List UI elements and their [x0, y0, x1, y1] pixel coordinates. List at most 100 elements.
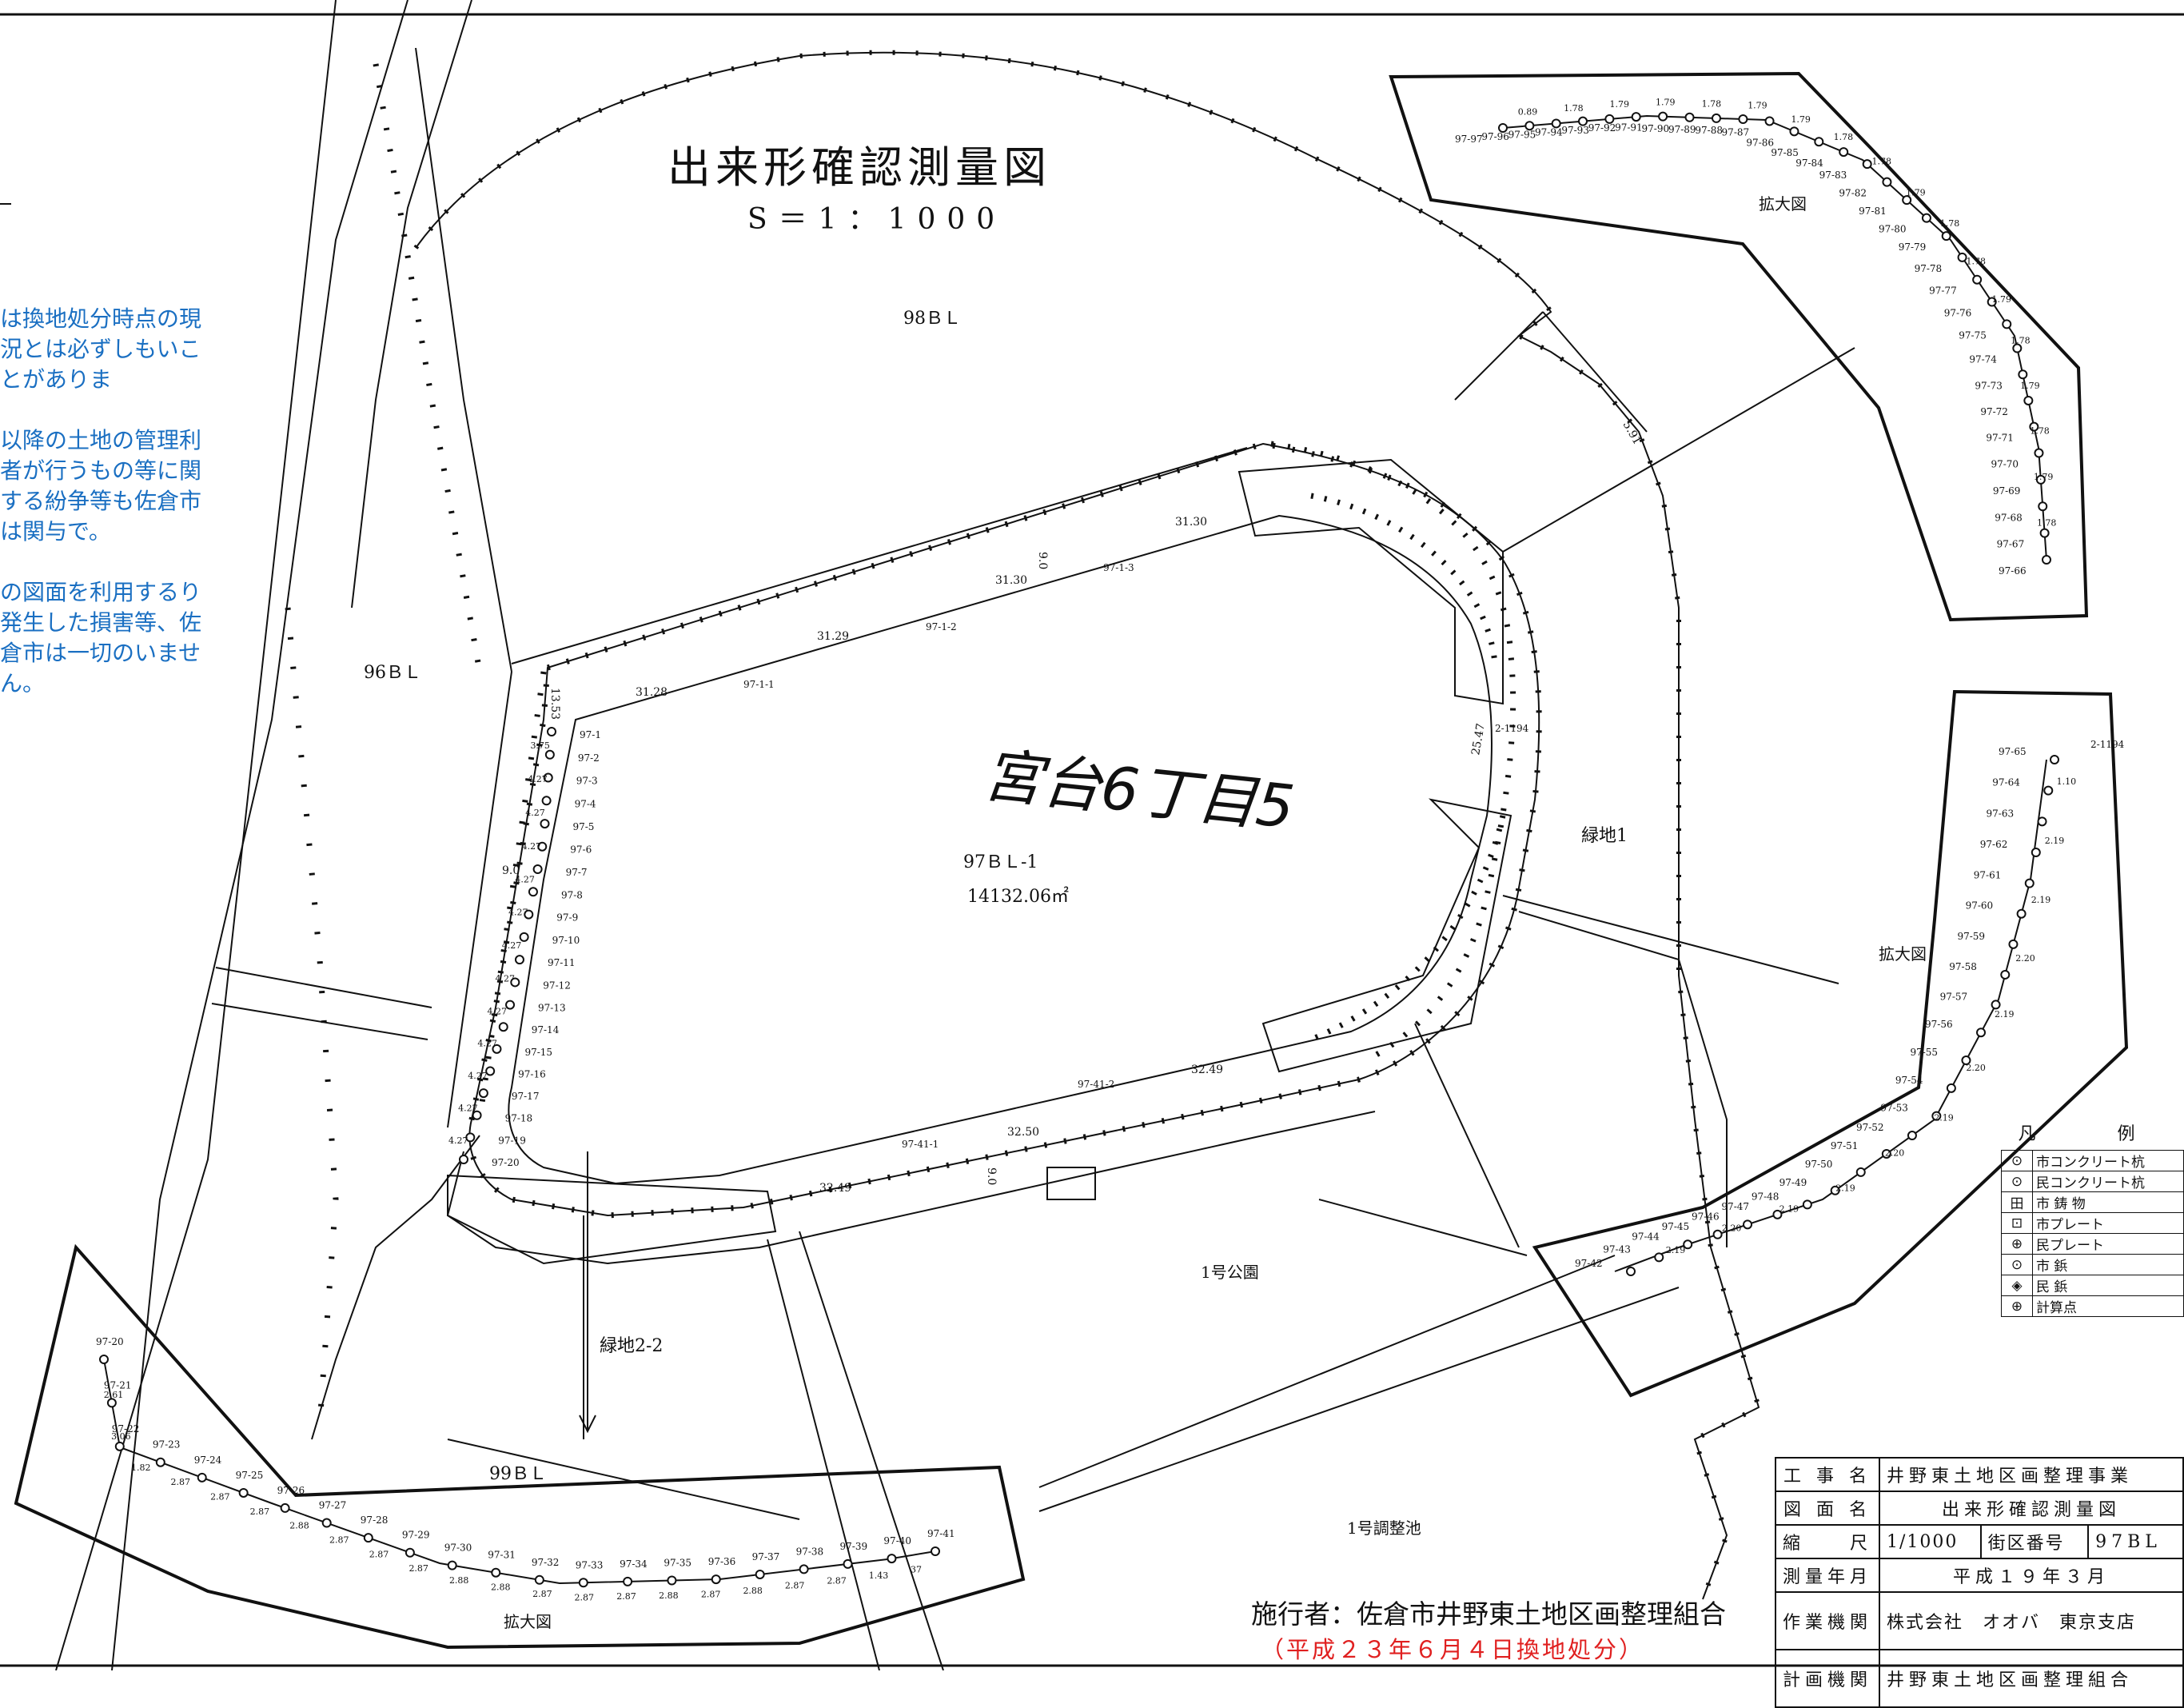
right-chain-dimension-label: 2.19	[2031, 895, 2051, 905]
tb-key: 図 面 名	[1774, 1491, 1881, 1526]
right-chain-point-label: 97-54	[1895, 1075, 1923, 1086]
left-chain-point-label: 97-19	[498, 1135, 526, 1146]
bottom-chain-point-label: 97-41	[927, 1528, 955, 1539]
top-right-chain-point-marker	[2035, 474, 2046, 485]
top-right-chain-point-label: 97-90	[1642, 123, 1670, 134]
top-right-chain-dimension-label: 0.89	[1518, 107, 1538, 118]
right-chain-point-label: 97-59	[1957, 931, 1985, 942]
top-right-chain-point-marker	[1578, 116, 1588, 126]
top-right-chain-dimension-label: 1.78	[1871, 157, 1891, 167]
right-chain-dimension-label: 2.19	[1779, 1203, 1799, 1214]
legend-row: ⊙市 鋲	[2001, 1254, 2184, 1275]
legend-symbol: 田	[2001, 1191, 2033, 1213]
top-right-chain-point-label: 97-72	[1980, 406, 2008, 417]
legend-label: 民プレート	[2032, 1233, 2184, 1255]
right-chain-point-marker	[1881, 1148, 1891, 1159]
notice-line-3: の図面を利用するり発生した損害等、佐倉市は一切のいません。	[0, 579, 202, 696]
right-chain-point-marker	[2031, 848, 2041, 858]
left-chain-dimension-label: 4.27	[522, 841, 542, 852]
top-right-chain-point-marker	[1711, 113, 1721, 123]
bottom-chain-point-label: 97-24	[194, 1455, 222, 1466]
block-97-area: 14132.06㎡	[967, 886, 1069, 907]
top-right-chain-point-label: 97-70	[1991, 459, 2019, 470]
bottom-chain-point-marker	[405, 1547, 415, 1558]
executor-name: 施行者：佐倉市井野東土地区画整理組合	[1251, 1598, 1726, 1630]
top-right-chain-point-marker	[2002, 319, 2012, 329]
green-2-label: 緑地2-2	[600, 1336, 663, 1356]
right-chain-dimension-label: 2.20	[2015, 953, 2035, 964]
top-right-chain-point-marker	[1789, 126, 1799, 137]
right-chain-point-marker	[2000, 969, 2011, 980]
top-right-chain-point-marker	[1524, 121, 1535, 131]
bottom-chain-point-label: 97-37	[752, 1551, 780, 1562]
top-right-chain-point-label: 97-92	[1588, 122, 1616, 134]
top-right-chain-dimension-label: 1.78	[2030, 425, 2050, 436]
dist-5: 32.49	[819, 1182, 851, 1195]
bottom-chain-dimension-label: 2.87	[369, 1549, 389, 1559]
bottom-chain-dimension-label: 2.88	[743, 1586, 763, 1596]
left-chain-point-marker	[537, 841, 548, 852]
top-right-chain-point-label: 97-97	[1455, 134, 1483, 145]
bottom-chain-dimension-label: 2.87	[210, 1491, 230, 1502]
left-chain-point-label: 97-3	[576, 776, 598, 787]
left-chain-point-marker	[544, 749, 555, 760]
top-right-chain-point-label: 97-69	[1993, 485, 2021, 497]
road-width-1: 9.0	[1036, 552, 1049, 569]
left-chain-point-marker	[528, 887, 538, 897]
top-right-chain-dimension-label: 1.78	[1940, 218, 1960, 229]
right-chain-point-marker	[1683, 1239, 1693, 1250]
enlarge-label-3: 拡大図	[504, 1612, 552, 1631]
legend-symbol: ⊡	[2001, 1212, 2033, 1234]
tb-value: 井野東土地区画整理組合	[1879, 1649, 2184, 1708]
top-right-chain-point-label: 97-77	[1929, 285, 1957, 297]
bottom-chain-point-marker	[155, 1457, 165, 1467]
right-chain-point-label: 97-43	[1603, 1243, 1631, 1255]
left-chain-point-marker	[541, 796, 552, 806]
survey-map: 98ＢＬ 96ＢＬ 97ＢＬ-1 14132.06㎡ 99ＢＬ 緑地1 緑地2-…	[0, 0, 2184, 1670]
tb-value: 出来形確認測量図	[1879, 1491, 2184, 1526]
bottom-chain-point-marker	[931, 1546, 940, 1556]
top-right-chain-dimension-label: 1.79	[1610, 99, 1630, 110]
tb-key: 計画機関	[1774, 1649, 1881, 1708]
top-right-chain-point-marker	[1738, 114, 1748, 125]
tb-value: 1/1000	[1879, 1524, 1982, 1559]
left-chain-point-label: 97-20	[492, 1157, 520, 1168]
bottom-chain-point-label: 97-25	[236, 1470, 264, 1481]
legend-row: ⊡市プレート	[2001, 1212, 2184, 1234]
top-right-chain-dimension-label: 1.79	[1791, 114, 1811, 125]
left-chain-point-label: 97-15	[524, 1047, 552, 1058]
top-right-chain-point-label: 97-83	[1819, 170, 1847, 181]
bottom-chain-dimension-label: 2.87	[575, 1592, 595, 1602]
left-chain-point-marker	[540, 819, 550, 829]
bottom-chain-point-label: 97-23	[153, 1439, 181, 1451]
bottom-chain-point-marker	[114, 1441, 125, 1451]
top-right-chain-point-label: 97-68	[1995, 512, 2023, 523]
legend: 凡 例 ⊙市コンクリート杭 ⊙民コンクリート杭 田市 鋳 物 ⊡市プレート ⊕民…	[2001, 1119, 2184, 1317]
left-chain-dimension-label: 4.27	[488, 1006, 508, 1016]
top-right-chain-point-label: 97-67	[1997, 539, 2025, 550]
bottom-chain-point-label: 97-39	[840, 1541, 868, 1552]
right-chain-point-marker	[1931, 1111, 1942, 1121]
right-chain-point-marker	[1855, 1167, 1866, 1177]
right-chain-dimension-label: 2.19	[2045, 836, 2065, 846]
legend-label: 計算点	[2032, 1295, 2184, 1317]
bottom-chain-dimension-label: 37	[911, 1564, 922, 1574]
left-chain-point-label: 97-2	[578, 752, 600, 764]
map-scale: S＝1：1000	[747, 203, 1006, 236]
bottom-chain-dimension-label: 3.06	[111, 1431, 131, 1442]
bottom-chain-point-label: 97-30	[444, 1542, 472, 1554]
right-chain-dimension-label: 2.20	[1885, 1148, 1905, 1159]
left-chain-point-label: 97-9	[556, 912, 578, 924]
left-chain-dimension-label: 4.27	[477, 1039, 497, 1049]
right-chain-point-marker	[1654, 1252, 1664, 1263]
top-right-chain-point-marker	[2034, 448, 2044, 458]
left-chain-point-marker	[465, 1132, 476, 1143]
left-chain-point-marker	[547, 727, 556, 736]
bottom-chain-point-marker	[280, 1502, 290, 1513]
left-chain-point-marker	[459, 1155, 468, 1164]
right-chain-point-marker	[2024, 878, 2035, 888]
right-chain-point-marker	[2037, 816, 2047, 827]
top-right-chain-point-label: 97-88	[1695, 125, 1723, 136]
right-chain-point-label: 97-57	[1940, 991, 1968, 1002]
top-right-chain-point-marker	[1658, 111, 1668, 122]
